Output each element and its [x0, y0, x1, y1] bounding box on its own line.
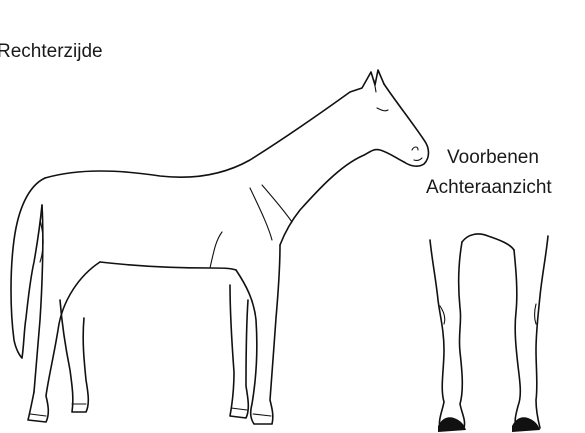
left-front-hoof — [438, 417, 466, 432]
left-foreleg-inner — [459, 242, 465, 428]
left-foreleg-outline — [430, 240, 444, 428]
horse-elbow — [210, 232, 222, 268]
horse-belly — [100, 262, 236, 270]
horse-fore-leg-near — [236, 245, 280, 424]
chest-arch — [462, 234, 514, 250]
horse-eye — [377, 108, 388, 111]
horse-fore-leg-far — [230, 285, 248, 418]
horse-jaw — [280, 150, 404, 245]
horse-tail — [11, 178, 45, 358]
horse-side-view — [11, 70, 429, 424]
horse-hoof-marks — [30, 404, 271, 416]
horse-mouth — [414, 158, 422, 160]
right-foreleg-inner — [514, 250, 520, 428]
horse-neck-line — [262, 185, 292, 222]
knee-marks — [440, 304, 536, 324]
horse-topline — [45, 70, 384, 178]
horse-nostril — [412, 147, 418, 150]
horse-hind-leg-far — [60, 300, 88, 412]
front-legs-rear-view — [430, 234, 548, 432]
right-foreleg-outline — [536, 236, 548, 428]
horse-shoulder-line — [250, 188, 272, 240]
